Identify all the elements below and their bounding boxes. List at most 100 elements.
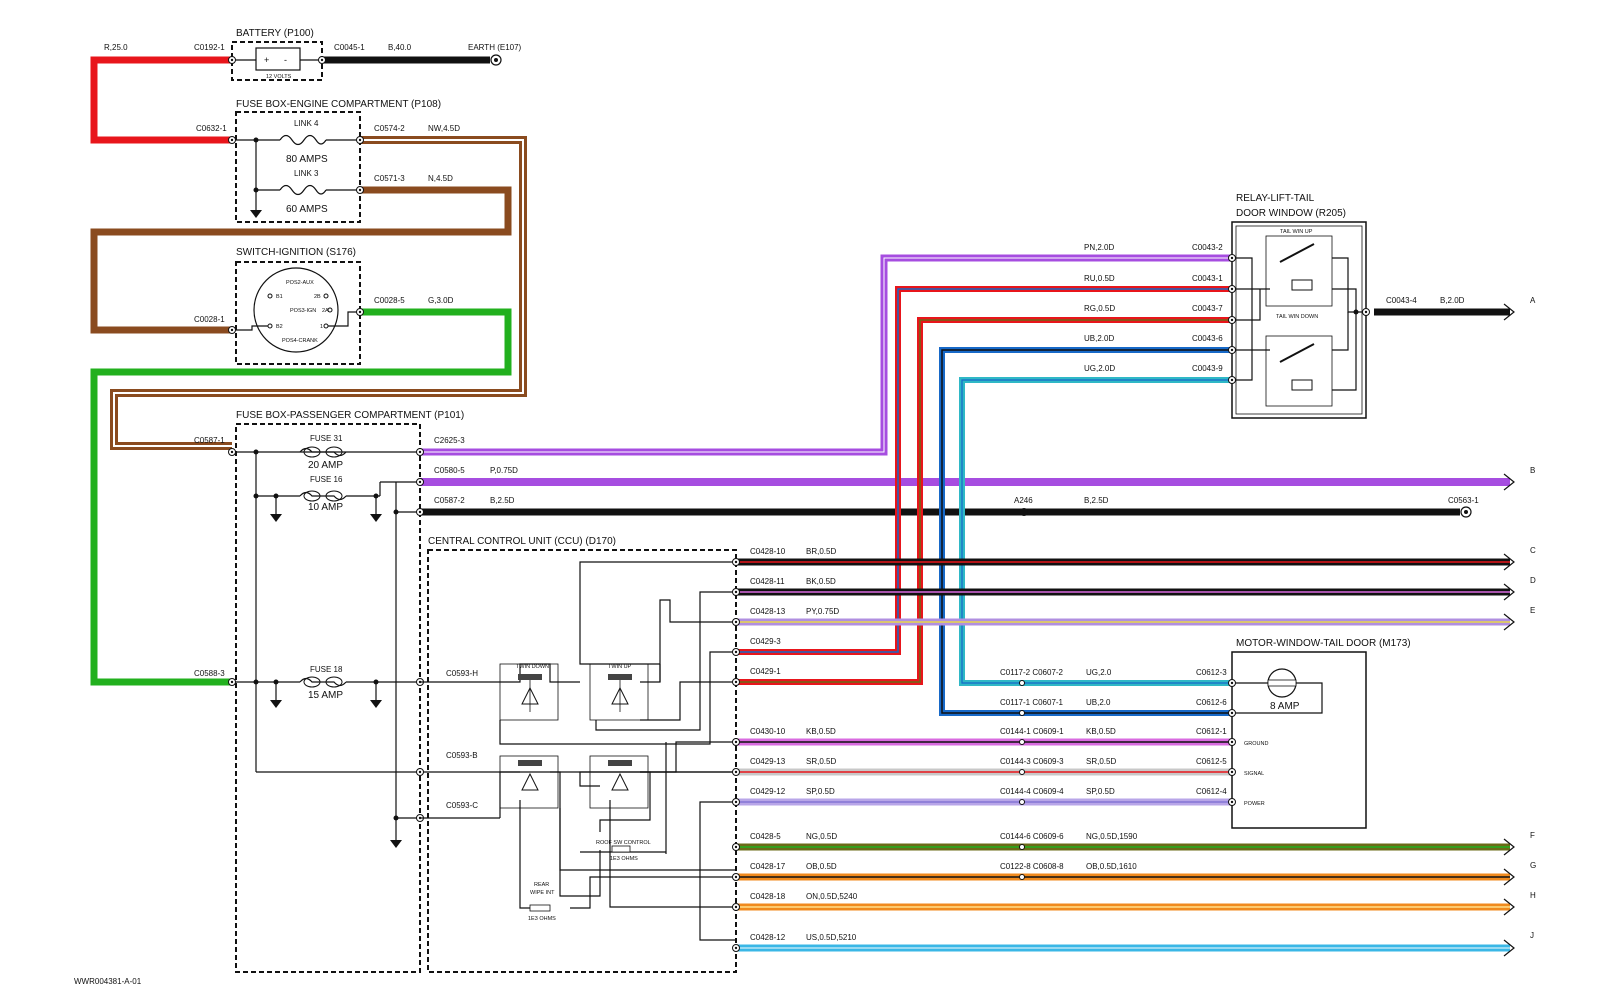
- ign-2b: 2B: [314, 294, 321, 300]
- lbl-end-g: G: [1530, 861, 1536, 870]
- fuse18-label: FUSE 18: [310, 665, 343, 674]
- ccu-twin-up-relay: TWIN UP: [589, 663, 649, 721]
- lbl-c0612-6: C0612-6: [1196, 698, 1227, 707]
- lbl-end-c: C: [1530, 546, 1536, 555]
- lbl-ub20: UB,2.0D: [1084, 334, 1114, 343]
- lbl-c0612-5: C0612-5: [1196, 757, 1227, 766]
- lbl-end-b: B: [1530, 466, 1535, 475]
- lbl-c0028-1: C0028-1: [194, 315, 225, 324]
- lbl-c0028-5: C0028-5: [374, 296, 405, 305]
- battery-component: BATTERY (P100) + - 12 VOLTS: [228, 28, 502, 81]
- ignition-switch-component: SWITCH-IGNITION (S176) POS2-AUX POS3-IGN…: [228, 247, 364, 365]
- lbl-sr05: SR,0.5D: [806, 757, 836, 766]
- relay-title-2: DOOR WINDOW (R205): [1236, 208, 1346, 219]
- wire-ends: [1503, 303, 1515, 957]
- ccu-relay-3: [499, 755, 559, 809]
- lbl-ng05b: NG,0.5D,1590: [1086, 832, 1138, 841]
- lbl-ng05: NG,0.5D: [806, 832, 837, 841]
- lbl-c0428-18: C0428-18: [750, 892, 786, 901]
- lbl-c0045-1: C0045-1: [334, 43, 365, 52]
- fuse18-amps: 15 AMP: [308, 690, 343, 701]
- lbl-r25: R,25.0: [104, 43, 128, 52]
- fuse16-label: FUSE 16: [310, 475, 343, 484]
- lbl-c0429-13: C0429-13: [750, 757, 786, 766]
- relay-lift-tail-component: RELAY-LIFT-TAIL DOOR WINDOW (R205) TAIL …: [1228, 193, 1370, 419]
- lbl-c0571-3: C0571-3: [374, 174, 405, 183]
- lbl-c0117-2: C0117-2 C0607-2: [1000, 668, 1064, 677]
- roof-ohms: 1E3 OHMS: [610, 856, 638, 862]
- lbl-c0043-7: C0043-7: [1192, 304, 1223, 313]
- ign-1: 1: [320, 324, 323, 330]
- lbl-c0144-1: C0144-1 C0609-1: [1000, 727, 1064, 736]
- lbl-c0192-1: C0192-1: [194, 43, 225, 52]
- wire-g30: [90, 308, 512, 686]
- wire-r25: [90, 56, 232, 144]
- splice-a246: [1020, 508, 1028, 516]
- lbl-a246: A246: [1014, 496, 1033, 505]
- wire-n45: [90, 186, 512, 334]
- lbl-c0043-4: C0043-4: [1386, 296, 1417, 305]
- link3-label: LINK 3: [294, 169, 319, 178]
- ign-pos-ign: POS3-IGN: [290, 308, 316, 314]
- lbl-c0429-3: C0429-3: [750, 637, 781, 646]
- motor-power: POWER: [1244, 801, 1265, 807]
- lbl-c0574-2: C0574-2: [374, 124, 405, 133]
- lbl-ob05b: OB,0.5D,1610: [1086, 862, 1137, 871]
- document-id: WWR004381-A-01: [74, 977, 142, 986]
- twin-up-label: TWIN UP: [608, 664, 632, 670]
- lbl-end-e: E: [1530, 606, 1535, 615]
- ccu-title: CENTRAL CONTROL UNIT (CCU) (D170): [428, 536, 616, 547]
- fuse16-amps: 10 AMP: [308, 502, 343, 513]
- battery-volts: 12 VOLTS: [266, 74, 292, 80]
- lbl-on05: ON,0.5D,5240: [806, 892, 858, 901]
- ign-2a: 2A: [322, 308, 329, 314]
- lbl-n45: N,4.5D: [428, 174, 453, 183]
- lbl-c0429-12: C0429-12: [750, 787, 786, 796]
- ign-b1: B1: [276, 294, 283, 300]
- lbl-kb05: KB,0.5D: [806, 727, 836, 736]
- lbl-c0122-8: C0122-8 C0608-8: [1000, 862, 1064, 871]
- lbl-end-f: F: [1530, 831, 1535, 840]
- ignition-title: SWITCH-IGNITION (S176): [236, 247, 356, 258]
- lbl-c0428-11: C0428-11: [750, 577, 785, 586]
- lbl-c0043-1: C0043-1: [1192, 274, 1223, 283]
- lbl-ug20: UG,2.0D: [1084, 364, 1115, 373]
- lbl-c0043-2: C0043-2: [1192, 243, 1223, 252]
- link4-label: LINK 4: [294, 119, 319, 128]
- rear-wipe-label2: WIPE INT: [530, 890, 555, 896]
- ign-b2: B2: [276, 324, 283, 330]
- lbl-end-j: J: [1530, 931, 1534, 940]
- lbl-g30: G,3.0D: [428, 296, 454, 305]
- lbl-py075: PY,0.75D: [806, 607, 839, 616]
- lbl-earth: EARTH (E107): [468, 43, 522, 52]
- lbl-c0428-5: C0428-5: [750, 832, 781, 841]
- lbl-c0588-3: C0588-3: [194, 669, 225, 678]
- lbl-c0428-10: C0428-10: [750, 547, 786, 556]
- lbl-ub20b: UB,2.0: [1086, 698, 1111, 707]
- lbl-end-h: H: [1530, 891, 1536, 900]
- lbl-ru05: RU,0.5D: [1084, 274, 1115, 283]
- lbl-c0587-2: C0587-2: [434, 496, 465, 505]
- link4-amps: 80 AMPS: [286, 154, 328, 165]
- lbl-c0632-1: C0632-1: [196, 124, 227, 133]
- wire-nw45: [110, 136, 527, 450]
- lbl-bk05: BK,0.5D: [806, 577, 836, 586]
- lbl-rg05: RG,0.5D: [1084, 304, 1115, 313]
- lbl-b40: B,40.0: [388, 43, 412, 52]
- lbl-b25b: B,2.5D: [1084, 496, 1109, 505]
- tail-win-down-label: TAIL WIN DOWN: [1276, 314, 1318, 320]
- ccu-component: CENTRAL CONTROL UNIT (CCU) (D170): [420, 536, 740, 973]
- lbl-c0144-4: C0144-4 C0609-4: [1000, 787, 1064, 796]
- motor-title: MOTOR-WINDOW-TAIL DOOR (M173): [1236, 638, 1411, 649]
- wire-ug: [959, 377, 1232, 686]
- wire-pn: [420, 254, 1232, 456]
- lbl-c0428-13: C0428-13: [750, 607, 786, 616]
- ign-pos-aux: POS2-AUX: [286, 280, 314, 286]
- fuse31-label: FUSE 31: [310, 434, 343, 443]
- rear-wipe-ohms: 1E3 OHMS: [528, 916, 556, 922]
- fusebox-passenger-component: FUSE BOX-PASSENGER COMPARTMENT (P101): [228, 410, 740, 973]
- lbl-c0144-3: C0144-3 C0609-3: [1000, 757, 1064, 766]
- lbl-us05: US,0.5D,5210: [806, 933, 857, 942]
- lbl-b20: B,2.0D: [1440, 296, 1465, 305]
